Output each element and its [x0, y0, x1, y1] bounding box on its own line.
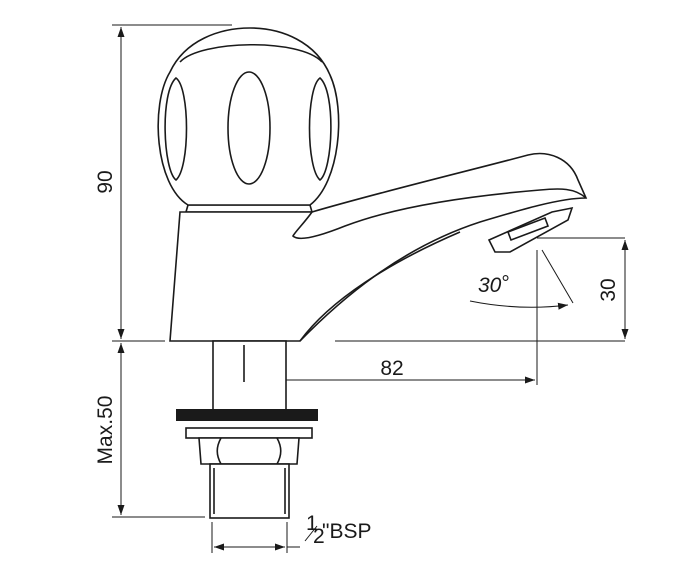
dim-reach-label: 82	[380, 357, 403, 380]
washer	[176, 409, 318, 421]
extension-lines	[112, 24, 625, 553]
handle-oval-left	[164, 76, 188, 182]
tap-handle	[157, 27, 340, 213]
dim-thread-label: 1 2 "BSP	[304, 512, 371, 548]
aerator	[487, 206, 574, 253]
dim-shank-label: Max.50	[94, 396, 117, 465]
handle-oval-center	[227, 71, 271, 185]
dim-height-label: 90	[94, 170, 117, 193]
angle-indicator	[469, 249, 574, 310]
tap-shank	[176, 340, 318, 519]
backnut	[198, 437, 300, 465]
handle-oval-right	[308, 76, 332, 182]
svg-text:"BSP: "BSP	[322, 520, 371, 543]
tap-body	[169, 152, 588, 342]
svg-text:1: 1	[306, 512, 318, 535]
svg-text:2: 2	[313, 525, 325, 548]
dim-outlet-height-label: 30	[597, 278, 620, 301]
dim-angle-label: 30°	[478, 272, 510, 297]
